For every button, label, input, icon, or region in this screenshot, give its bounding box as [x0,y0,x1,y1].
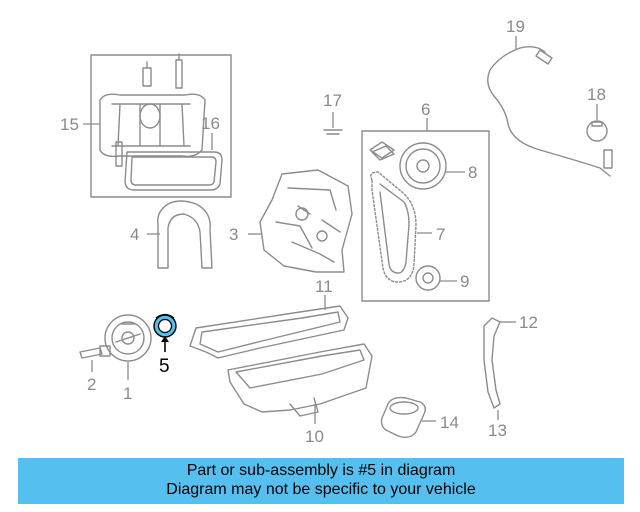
pulley-bolt-part[interactable] [79,345,111,359]
sensor-cap-part[interactable] [586,120,608,142]
sensor-harness-part[interactable] [487,45,613,177]
callout-1: 1 [123,384,132,403]
tensioner-shoe [371,145,395,161]
banner-line-2: Diagram may not be specific to your vehi… [166,481,476,498]
callout-17: 17 [323,91,342,110]
callout-5: 5 [159,356,170,377]
part-17-marker [323,112,343,135]
callout-18: 18 [587,85,606,104]
callout-12: 12 [519,313,538,332]
callout-7: 7 [436,225,445,244]
dipstick-part[interactable] [483,317,501,409]
callout-11: 11 [315,277,333,296]
guide-diamond [369,141,395,159]
cam-sprocket-part[interactable] [399,142,447,190]
info-banner: Part or sub-assembly is #5 in diagram Di… [18,458,624,504]
oil-pan-part[interactable] [227,343,373,417]
oil-pan-gasket-part[interactable] [189,305,349,359]
bolt-studs [115,53,183,167]
valve-cover-gasket-part[interactable] [124,151,223,191]
banner-line-1: Part or sub-assembly is #5 in diagram [186,462,456,479]
crank-sprocket-part[interactable] [415,265,441,291]
oil-filter-part[interactable] [380,396,427,439]
callout-4: 4 [130,225,139,244]
callout-16: 16 [201,114,220,133]
crank-pulley-part[interactable] [104,314,152,362]
callout-3: 3 [229,225,238,244]
timing-chain-part[interactable] [370,171,417,283]
timing-cover-part[interactable] [259,169,353,273]
callout-13: 13 [488,421,507,440]
callout-2: 2 [87,375,96,394]
valve-cover-part[interactable] [99,93,206,158]
callout-10: 10 [305,427,324,446]
callout-6: 6 [421,100,430,119]
part-5-arrow [161,336,169,352]
callout-19: 19 [506,17,525,36]
callout-8: 8 [468,163,477,182]
callout-15: 15 [60,115,79,134]
valve-cover-group-box [90,54,232,198]
callout-14: 14 [440,413,459,432]
timing-chain-group-box [361,130,490,302]
front-crank-seal-part[interactable] [153,313,177,338]
callout-9: 9 [460,272,469,291]
front-cover-gasket-part[interactable] [157,200,213,269]
